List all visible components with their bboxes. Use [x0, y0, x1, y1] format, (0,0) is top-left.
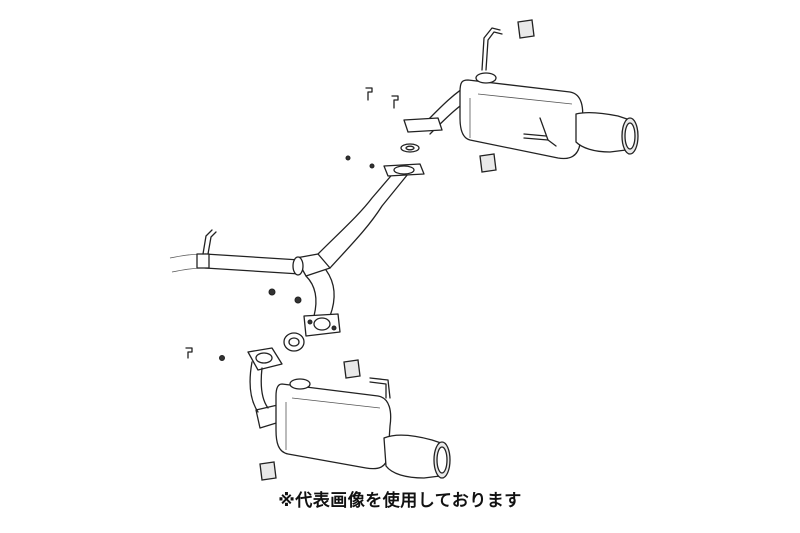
representative-image-caption: ※代表画像を使用しております: [278, 491, 522, 511]
y-pipe: [292, 163, 425, 337]
right-muffler: [403, 27, 639, 160]
front-pipe: [169, 229, 301, 275]
rubber-hangers: [259, 19, 535, 481]
flange-gaskets: [283, 143, 420, 352]
bolts-and-nuts: [185, 87, 399, 361]
left-muffler: [247, 347, 451, 479]
